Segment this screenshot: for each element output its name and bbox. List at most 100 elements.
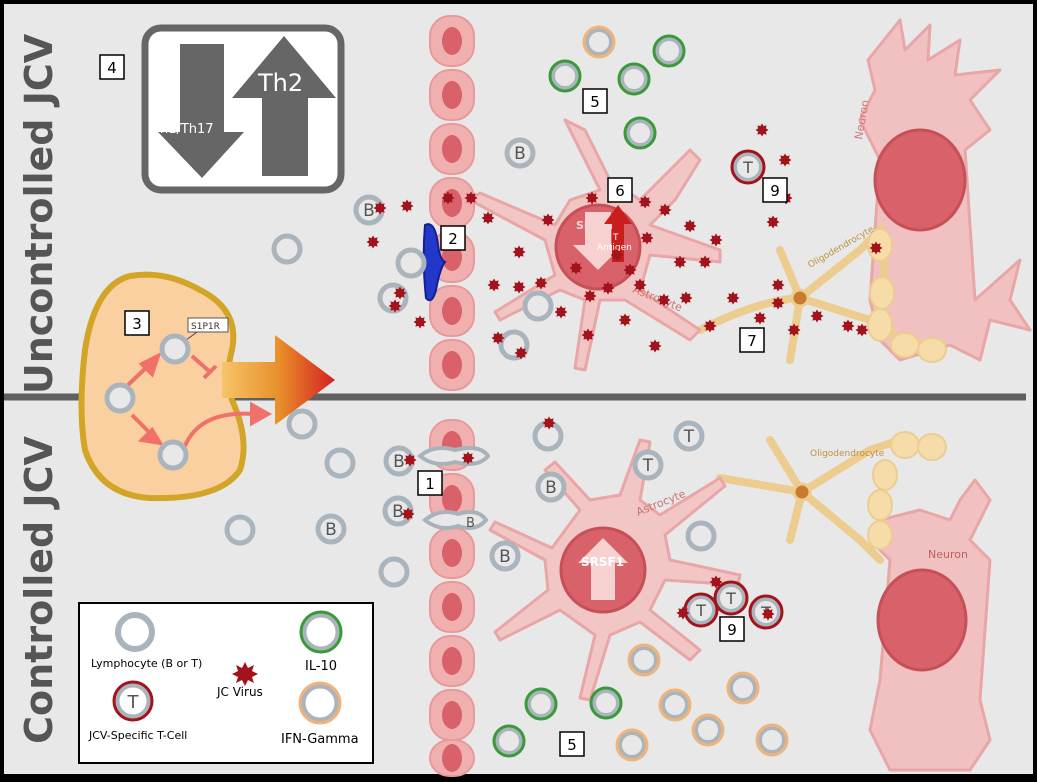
lymphocyte	[395, 247, 427, 279]
ifn-gamma-cell	[658, 688, 692, 722]
jcv-specific-t-cell: T	[713, 580, 749, 616]
jc-virus	[569, 261, 583, 275]
th1-label: Th1/Th17	[151, 122, 214, 137]
jc-virus	[855, 323, 869, 337]
svg-text:2: 2	[448, 230, 458, 248]
b-cell-in-vessel-label: B	[466, 516, 475, 531]
step-label-9-bottom: 9	[719, 616, 745, 642]
t-cell: T	[632, 449, 664, 481]
jc-virus	[366, 235, 380, 249]
lymphocyte	[286, 408, 318, 440]
jc-virus	[401, 507, 415, 521]
jc-virus	[698, 255, 712, 269]
cell-type-label: B	[514, 144, 526, 164]
jc-virus	[640, 231, 654, 245]
cell-type-label: B	[363, 201, 375, 221]
jc-virus	[761, 607, 775, 621]
th2-label: Th2	[257, 69, 303, 97]
jc-virus	[373, 201, 387, 215]
legend-il10-icon	[301, 612, 341, 652]
jc-virus	[771, 278, 785, 292]
cell-layer: BBBBBBBTTTTTT	[104, 25, 789, 762]
step-label-1: 1	[417, 470, 443, 496]
jc-virus	[753, 311, 767, 325]
jc-virus	[709, 575, 723, 589]
oligodendrocyte-bottom-sheaths	[867, 431, 947, 550]
lymphocyte	[271, 233, 303, 265]
jc-virus	[766, 215, 780, 229]
jc-virus	[601, 281, 615, 295]
ifn-gamma-cell	[615, 728, 649, 762]
jc-virus	[583, 289, 597, 303]
step-label-7: 7	[739, 327, 765, 353]
legend-ifn-icon	[300, 683, 340, 723]
vla4-block	[422, 223, 447, 302]
step-label-5-bottom: 5	[559, 731, 585, 757]
jc-virus	[512, 280, 526, 294]
jc-virus	[610, 248, 624, 262]
jc-virus	[703, 319, 717, 333]
step-label-9-top: 9	[762, 177, 788, 203]
jc-virus	[810, 309, 824, 323]
jc-virus	[413, 315, 427, 329]
jc-virus	[869, 241, 883, 255]
jc-virus	[771, 296, 785, 310]
cell-type-label: T	[742, 158, 753, 177]
jcv-specific-t-cell: T	[683, 592, 719, 628]
cell-type-label: B	[393, 452, 405, 472]
il10-cell	[524, 687, 558, 721]
legend-jc-virus-icon	[232, 662, 258, 686]
lymph-node-arrows	[126, 352, 273, 447]
svg-text:1: 1	[425, 475, 435, 493]
jc-virus	[464, 191, 478, 205]
jc-virus	[623, 263, 637, 277]
jc-virus	[657, 293, 671, 307]
legend-jcv-t-cell-ring	[112, 680, 154, 722]
endothelial-nucleus	[442, 135, 462, 163]
ifn-gamma-cell	[627, 643, 661, 677]
oligodendrocyte-top-sheaths	[867, 228, 947, 363]
jc-virus	[841, 319, 855, 333]
cell-type-label: B	[545, 478, 557, 498]
cell-type-label: B	[325, 520, 337, 540]
svg-text:6: 6	[615, 182, 625, 200]
ifn-gamma-cell	[726, 671, 760, 705]
jc-virus	[618, 313, 632, 327]
endothelial-nucleus	[442, 485, 462, 513]
il10-cell	[492, 724, 526, 758]
jc-virus	[542, 416, 556, 430]
jc-virus	[581, 328, 595, 342]
lymphocyte	[685, 520, 717, 552]
jc-virus	[388, 299, 402, 313]
t-cell: T	[673, 420, 705, 452]
step-label-5-top: 5	[582, 88, 608, 114]
lymphocyte	[224, 514, 256, 546]
step-label-4: 4	[99, 54, 125, 80]
th1-down-arrow	[158, 44, 244, 178]
neuron-bottom-label: Neuron	[928, 548, 968, 561]
jc-virus	[441, 191, 455, 205]
legend-il10-ring	[299, 610, 343, 654]
svg-text:9: 9	[727, 621, 737, 639]
lymphocyte	[378, 556, 410, 588]
svg-text:5: 5	[590, 93, 600, 111]
oligodendrocyte-top-nucleus	[790, 288, 810, 308]
jc-virus	[393, 286, 407, 300]
endothelial-nucleus	[442, 593, 462, 621]
controlled-jcv-title: Controlled JCV	[17, 436, 61, 744]
legend-jcv-t-cell-icon	[114, 682, 152, 720]
b-cell: B	[489, 540, 521, 572]
svg-text:3: 3	[132, 315, 142, 333]
endothelial-nucleus	[442, 351, 462, 379]
endothelial-nucleus	[442, 701, 462, 729]
svg-text:9: 9	[770, 182, 780, 200]
jc-virus	[487, 278, 501, 292]
cell-type-label: T	[683, 427, 695, 447]
lymphocyte	[157, 439, 189, 471]
srsf1-bottom-label: SRSF1	[581, 555, 624, 569]
jc-virus	[778, 153, 792, 167]
neuron-bottom-nucleus	[876, 568, 968, 672]
jcv-specific-t-cell: T	[730, 149, 766, 185]
endothelial-nucleus	[442, 189, 462, 217]
